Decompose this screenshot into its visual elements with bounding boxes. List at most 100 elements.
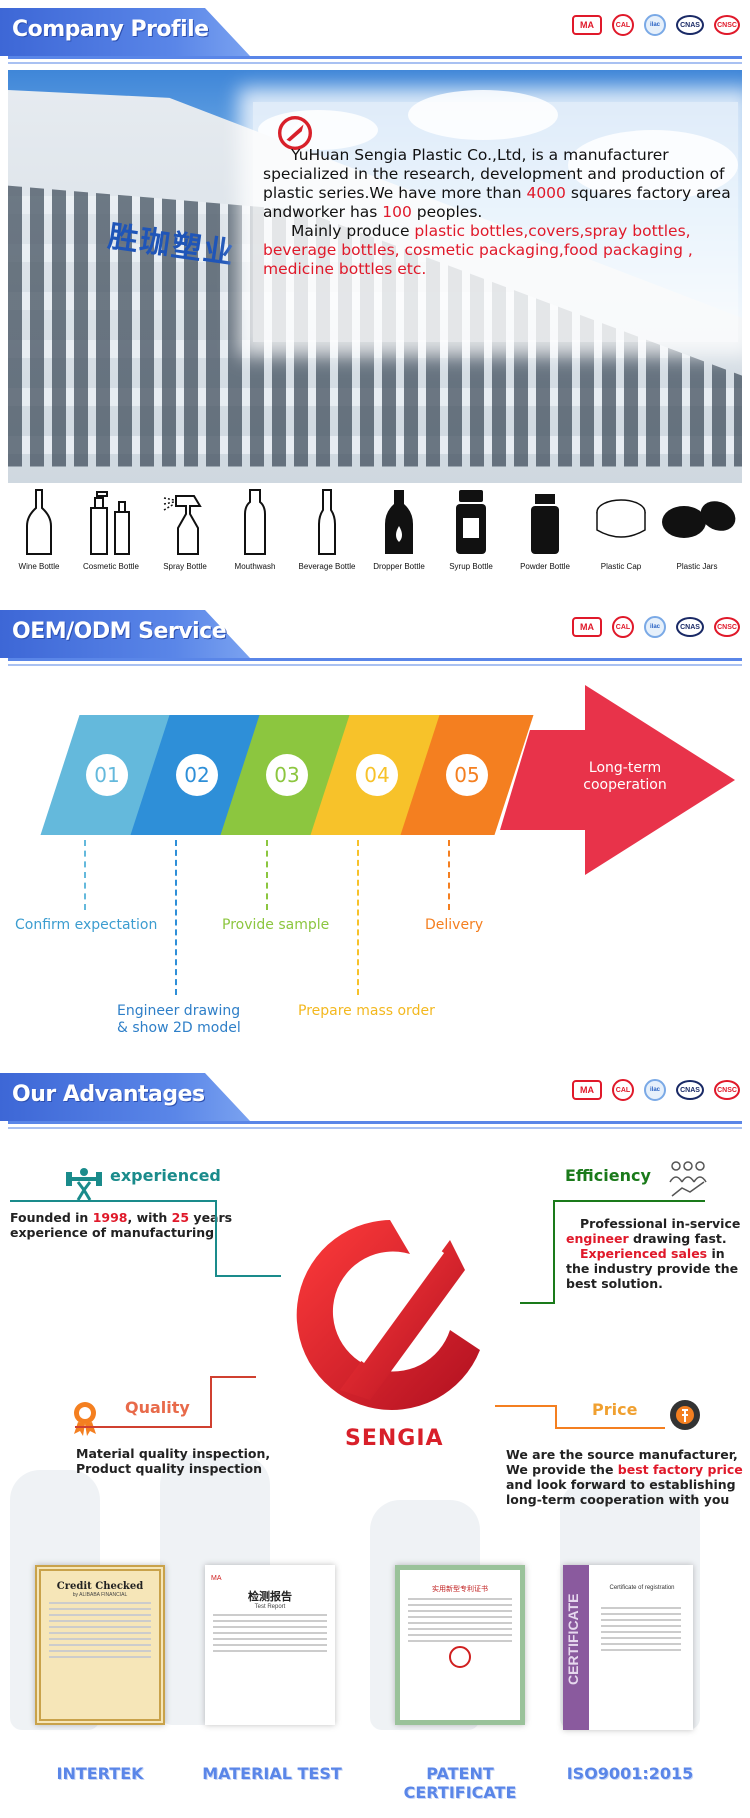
intro-panel — [253, 102, 738, 342]
product-spray-bottle: Spray Bottle — [148, 488, 222, 571]
connector-line — [520, 1302, 555, 1304]
ma-cert-icon: MA — [572, 617, 602, 637]
years-number: 25 — [171, 1210, 190, 1225]
intro-text: squares factory area andworker has — [263, 184, 731, 221]
product-mouthwash: Mouthwash — [218, 488, 292, 571]
cal-cert-icon: CAL — [612, 1079, 634, 1101]
price-tag-icon — [670, 1400, 700, 1430]
text: and look forward to establishing — [506, 1477, 736, 1492]
product-label: Cosmetic Bottle — [82, 562, 140, 571]
step-number: 01 — [86, 754, 128, 796]
price-title: Price — [592, 1400, 638, 1419]
divider — [8, 62, 742, 64]
product-label: Beverage Bottle — [298, 562, 356, 571]
cosmetic-bottle-icon — [90, 491, 130, 555]
certificate-patent: 实用新型专利证书 — [395, 1565, 525, 1725]
sengia-logo-icon — [278, 116, 312, 150]
header-banner — [0, 1073, 250, 1121]
cooperation-label: Long-term cooperation — [583, 760, 667, 793]
sengia-logo-icon — [296, 1220, 480, 1410]
quality-title: Quality — [125, 1398, 190, 1417]
cnas-cert-icon: CNAS — [676, 617, 704, 637]
text: experience of manufacturing — [10, 1225, 215, 1240]
step-connector — [266, 840, 268, 910]
divider — [8, 1127, 742, 1129]
ilac-cert-icon: ilac — [644, 1079, 666, 1101]
experienced-text: Founded in 1998, with 25 years experienc… — [10, 1210, 250, 1240]
step-number: 03 — [266, 754, 308, 796]
certificate-heading: 检测报告 — [248, 1591, 292, 1603]
brand-name: SENGIA — [345, 1426, 444, 1451]
product-strip: Wine Bottle Cosmetic Bottle Spray Bottle… — [0, 488, 750, 588]
weightlifter-icon — [66, 1168, 102, 1200]
product-wine-bottle: Wine Bottle — [2, 488, 76, 571]
highlight-price: best factory price — [617, 1462, 743, 1477]
award-ribbon-icon — [74, 1402, 96, 1436]
quality-text: Material quality inspection, Product qua… — [76, 1446, 270, 1476]
cnas-cert-icon: CNAS — [676, 1080, 704, 1100]
step-1-label: Confirm expectation — [15, 917, 158, 933]
cert-icons: MA CAL ilac CNAS CNSC — [572, 14, 740, 36]
step-2-line-2: & show 2D model — [117, 1020, 241, 1036]
factory-hero-image: 胜珈塑业 YuHuan Sengia Plastic Co.,Ltd, is a… — [8, 70, 742, 483]
efficiency-text: Professional in-service engineer drawing… — [566, 1216, 746, 1291]
syrup-bottle-icon — [456, 490, 486, 554]
cnsc-cert-icon: CNSC — [714, 617, 740, 637]
step-connector — [357, 840, 359, 995]
product-label: Wine Bottle — [18, 562, 60, 571]
step-number: 05 — [446, 754, 488, 796]
certificate-intertek: Credit Checked by ALIBABA FINANCIAL — [35, 1565, 165, 1725]
intro-text: peoples. — [411, 203, 483, 221]
text: , with — [127, 1210, 172, 1225]
section-title: Our Advantages — [12, 1082, 205, 1107]
spray-bottle-icon — [163, 495, 202, 555]
price-text: We are the source manufacturer, We provi… — [506, 1447, 746, 1507]
wine-bottle-icon — [26, 489, 52, 555]
cnsc-cert-icon: CNSC — [714, 1080, 740, 1100]
divider — [8, 56, 742, 59]
cnsc-cert-icon: CNSC — [714, 15, 740, 35]
product-label: Mouthwash — [234, 562, 276, 571]
connector-line — [210, 1376, 212, 1428]
team-icon — [669, 1161, 707, 1197]
product-label: Dropper Bottle — [373, 562, 425, 571]
founded-year: 1998 — [92, 1210, 128, 1225]
certificate-heading: Credit Checked — [56, 1581, 144, 1592]
text: years — [189, 1210, 233, 1225]
certificate-side-text: CERTIFICATE — [565, 1593, 581, 1685]
text: Professional in-service — [580, 1216, 741, 1231]
text: We provide the — [506, 1462, 618, 1477]
certificate-material-test: MA 检测报告 Test Report — [205, 1565, 335, 1725]
connector-line — [10, 1200, 215, 1202]
efficiency-title: Efficiency — [565, 1166, 651, 1185]
ma-cert-icon: MA — [572, 15, 602, 35]
text: long-term cooperation with you — [506, 1492, 730, 1507]
step-4-label: Prepare mass order — [298, 1003, 435, 1019]
text: We are the source manufacturer, — [506, 1447, 738, 1462]
cert-label-material-test: MATERIAL TEST — [202, 1764, 342, 1783]
plastic-cap-icon — [596, 499, 646, 538]
cert-label-iso: ISO9001:2015 — [566, 1764, 694, 1783]
product-syrup-bottle: Syrup Bottle — [434, 488, 508, 571]
ilac-cert-icon: ilac — [644, 616, 666, 638]
step-2-label: Engineer drawing & show 2D model — [117, 1003, 241, 1037]
product-cosmetic-bottle: Cosmetic Bottle — [74, 488, 148, 571]
powder-bottle-icon — [531, 494, 559, 554]
highlight-sales: Experienced sales — [580, 1246, 708, 1261]
cert-icons: MA CAL ilac CNAS CNSC — [572, 616, 740, 638]
product-label: Syrup Bottle — [449, 562, 493, 571]
product-beverage-bottle: Beverage Bottle — [290, 488, 364, 571]
ilac-cert-icon: ilac — [644, 14, 666, 36]
plastic-jars-icon — [662, 501, 736, 538]
text: Product quality inspection — [76, 1461, 263, 1476]
step-2-line-1: Engineer drawing — [117, 1003, 241, 1019]
cert-logos: MA — [211, 1575, 222, 1582]
certificate-subheading: by ALIBABA FINANCIAL — [72, 1592, 128, 1598]
intro-text: YuHuan Sengia Plastic Co.,Ltd, is a manu… — [263, 146, 725, 202]
header-banner — [0, 8, 250, 56]
step-number: 02 — [176, 754, 218, 796]
cert-label-intertek: INTERTEK — [56, 1764, 144, 1783]
section-header-oem: OEM/ODM Service MA CAL ilac CNAS CNSC — [0, 602, 750, 670]
certificate-heading: Certificate of registration — [609, 1585, 675, 1591]
connector-line — [555, 1405, 557, 1429]
